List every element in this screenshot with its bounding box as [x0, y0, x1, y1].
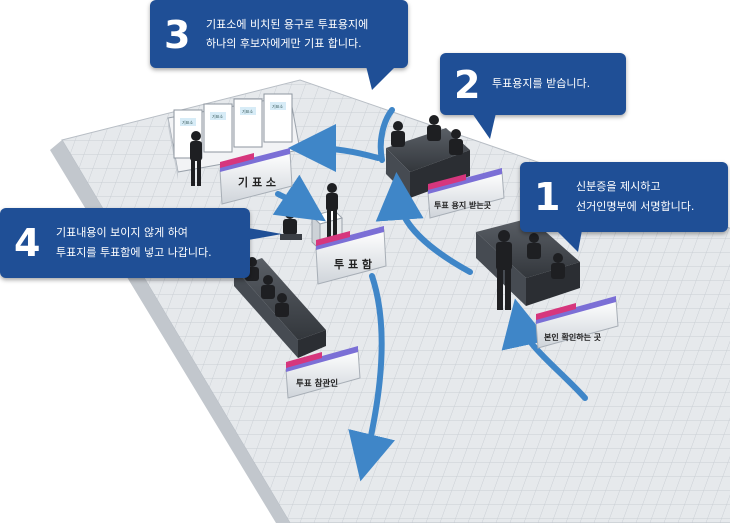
step-3-tail [366, 66, 396, 90]
step-2-tail [472, 113, 496, 139]
people [190, 115, 565, 317]
booth-label-text: 기 표 소 [238, 175, 276, 189]
booth-sign-2: 기표소 [212, 113, 223, 119]
step-2-number: 2 [454, 63, 481, 107]
step-4-line-2: 투표지를 투표함에 넣고 나갑니다. [56, 246, 212, 259]
arrow-entrance-to-identity [501, 298, 588, 401]
arrow-booth-to-ballot-box [272, 174, 326, 222]
step-4-tail [248, 228, 282, 240]
step-1-tail [556, 230, 582, 252]
ballot-box-label-text: 투 표 함 [334, 257, 372, 271]
observers-label: 투표 참관인 [285, 346, 361, 399]
step-2-line-1: 투표용지를 받습니다. [492, 77, 591, 90]
step-4-number: 4 [14, 221, 41, 265]
booth-sign-4: 기표소 [272, 103, 283, 109]
booth-signs: 기표소 기표소 기표소 기표소 [180, 102, 286, 126]
booth-sign-3: 기표소 [242, 108, 253, 114]
ballot-box-label: 투 표 함 [315, 226, 387, 285]
arrow-top [377, 107, 395, 163]
identity-check-label: 본인 확인하는 곳 [535, 296, 619, 349]
receive-desk-staff [391, 115, 463, 155]
step-3-number: 3 [164, 13, 191, 57]
voter-at-ballot-box [326, 183, 338, 238]
step-3-line-2: 하나의 후보자에게만 기표 합니다. [206, 37, 362, 50]
booth-sign-1: 기표소 [182, 119, 193, 125]
observers-label-text: 투표 참관인 [296, 378, 338, 389]
identity-desk-staff [527, 233, 565, 279]
identity-check-label-text: 본인 확인하는 곳 [544, 332, 602, 342]
arrow-identity-to-receive [375, 172, 473, 275]
step-3-line-1: 기표소에 비치된 용구로 투표용지에 [206, 18, 369, 31]
step-4-line-1: 기표내용이 보이지 않게 하여 [56, 226, 188, 239]
step-2-callout: 2 투표용지를 받습니다. [440, 53, 626, 139]
ballot-receive-label-text: 투표 용지 받는곳 [434, 200, 492, 210]
step-1-line-2: 선거인명부에 서명합니다. [576, 200, 695, 213]
step-1-callout: 1 신분증을 제시하고 선거인명부에 서명합니다. [520, 162, 728, 252]
booth-label: 기 표 소 [219, 148, 293, 205]
step-1-line-1: 신분증을 제시하고 [576, 180, 661, 193]
floor [50, 79, 730, 523]
flow-arrows [272, 107, 588, 482]
voter-at-identity-desk [496, 230, 512, 310]
step-1-number: 1 [534, 175, 561, 219]
ballot-receive-label: 투표 용지 받는곳 [427, 168, 505, 219]
arrow-receive-to-booth [288, 124, 381, 173]
arrow-exit [348, 273, 395, 482]
voter-in-booth [190, 131, 202, 186]
step-3-callout: 3 기표소에 비치된 용구로 투표용지에 하나의 후보자에게만 기표 합니다. [150, 0, 408, 90]
station-labels: 기 표 소 투 표 함 투표 용지 받는곳 본인 확인하는 곳 투표 참관인 [219, 148, 619, 399]
step-4-callout: 4 기표내용이 보이지 않게 하여 투표지를 투표함에 넣고 나갑니다. [0, 208, 282, 278]
